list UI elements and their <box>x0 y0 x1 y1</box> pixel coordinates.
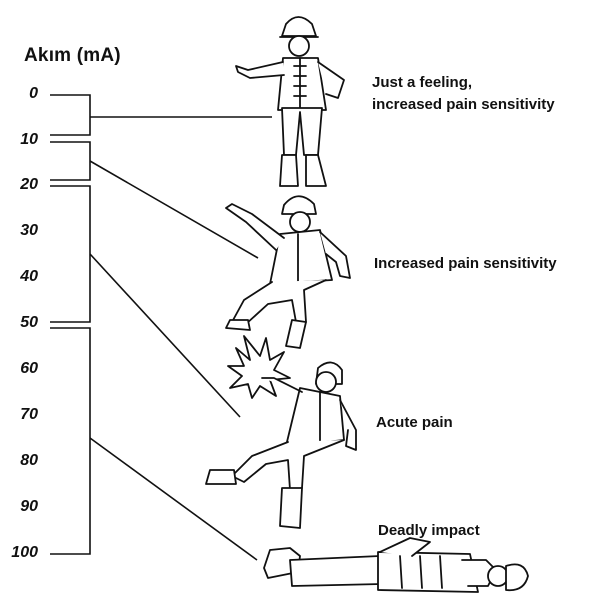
level-label-acute: Acute pain <box>376 412 453 434</box>
firefighter-shocked <box>206 336 356 528</box>
bracket-0-10 <box>50 95 90 135</box>
firefighter-standing <box>236 17 344 186</box>
label-feeling-line2: increased pain sensitivity <box>372 94 555 116</box>
firefighter-recoiling <box>226 196 350 348</box>
level-label-feeling: Just a feeling, increased pain sensitivi… <box>372 72 555 116</box>
bracket-50-100 <box>50 328 90 554</box>
connector-acute <box>90 254 240 417</box>
firefighter-lying <box>264 538 528 592</box>
bracket-10-20 <box>50 142 90 180</box>
level-label-deadly: Deadly impact <box>378 520 480 542</box>
level-label-increased: Increased pain sensitivity <box>374 253 557 275</box>
label-feeling-line1: Just a feeling, <box>372 72 555 94</box>
connector-deadly <box>90 438 257 560</box>
bracket-20-50 <box>50 186 90 322</box>
